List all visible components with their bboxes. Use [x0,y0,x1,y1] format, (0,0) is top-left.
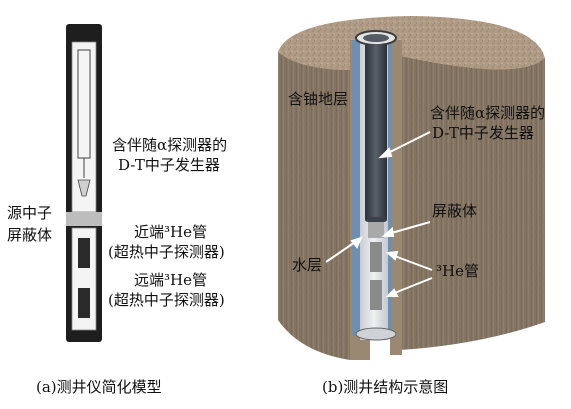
a-far-tube-label-1: 远端³He管 [134,271,207,289]
formation-top [278,16,545,70]
formation-front [278,52,350,360]
a-generator-label-1: 含伴随α探测器的 [112,136,227,154]
a-far-tube-label-2: (超热中子探测器) [108,291,225,309]
cut-face-right [390,40,402,355]
far-he3-tube [78,288,90,318]
tool-model [66,24,102,342]
b-shield [368,222,384,238]
b-tool-generator [365,44,387,220]
b-generator-label-1: 含伴随α探测器的 [430,104,545,122]
a-shield-label-1: 源中子 [7,204,52,222]
borehole-bottom [355,327,397,341]
b-generator-label-2: D-T中子发生器 [432,124,534,142]
well-structure [278,16,545,360]
b-he3-tube-near [370,242,382,272]
b-water-label: 水层 [292,256,322,274]
caption-b: (b)测井结构示意图 [322,378,448,396]
b-formation-label: 含铀地层 [288,90,348,108]
b-he3-tube-far [370,280,382,310]
formation-right-face [400,48,545,350]
a-generator-label-2: D-T中子发生器 [118,156,220,174]
alpha-detector-shape [77,179,91,197]
caption-a: (a)测井仪简化模型 [36,378,162,396]
neutron-shield [66,212,102,226]
a-near-tube-label-1: 近端³He管 [134,223,207,241]
a-shield-label-2: 屏蔽体 [7,226,52,244]
near-he3-tube [78,238,90,268]
pointer-arrows [325,131,433,297]
b-he3-label: ³He管 [436,262,479,280]
a-near-tube-label-2: (超热中子探测器) [108,243,225,261]
b-shield-label: 屏蔽体 [432,202,477,220]
